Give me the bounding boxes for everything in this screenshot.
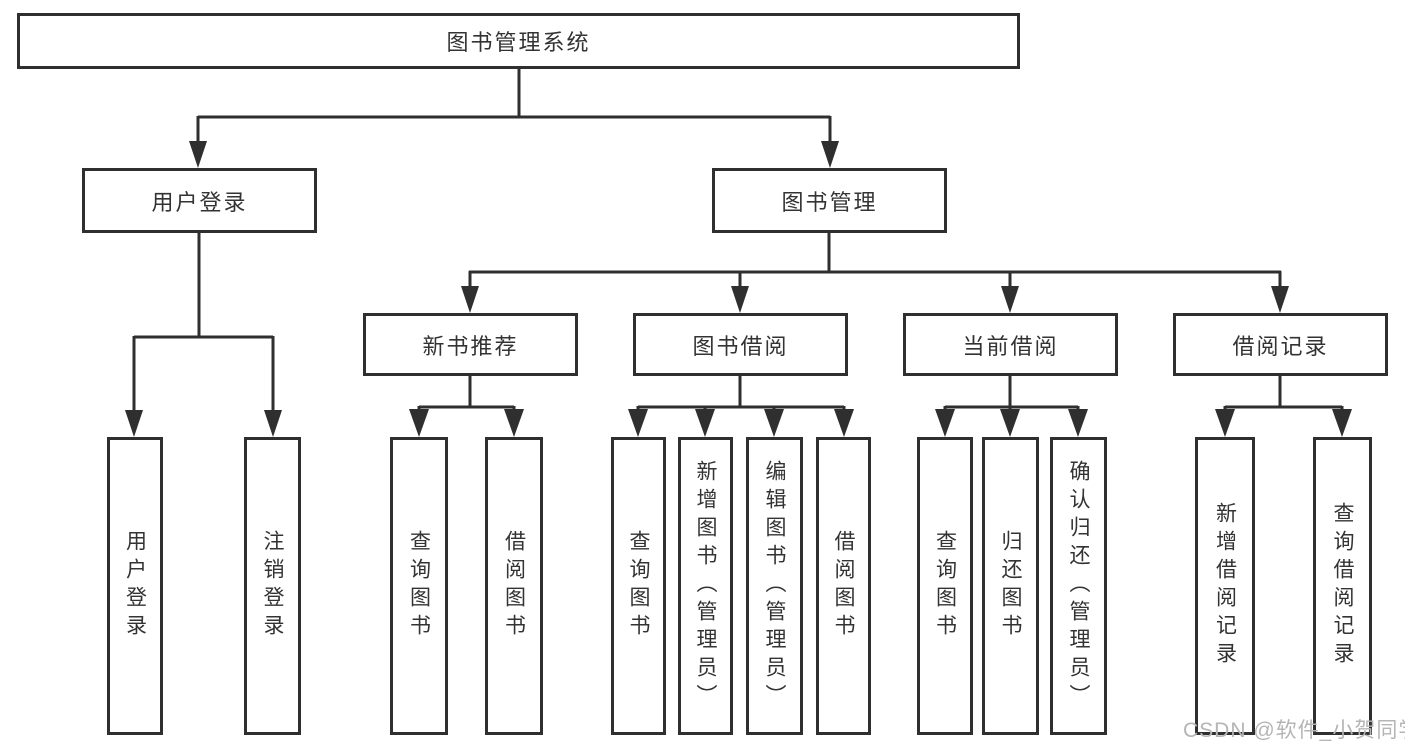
connector-borrow-records-branch (1215, 376, 1352, 437)
leaf-query-borrow-record: 查询借阅记录 (1313, 437, 1372, 735)
leaf-logout: 注销登录 (244, 437, 301, 735)
node-book-borrowing: 图书借阅 (633, 313, 848, 376)
leaf-query-books-borrow: 查询图书 (611, 437, 666, 735)
node-new-book-recommendation: 新书推荐 (363, 313, 578, 376)
node-current-borrowing: 当前借阅 (903, 313, 1118, 376)
node-user-login: 用户登录 (82, 168, 317, 233)
connector-book-borrow-branch (628, 376, 854, 437)
leaf-query-books-recommend: 查询图书 (390, 437, 448, 735)
connector-user-login-branch (125, 233, 282, 437)
leaf-confirm-return-admin: 确认归还（管理员） (1050, 437, 1107, 735)
node-library-management-system: 图书管理系统 (17, 13, 1020, 69)
leaf-user-login: 用户登录 (107, 437, 163, 735)
leaf-return-books: 归还图书 (982, 437, 1039, 735)
node-book-management: 图书管理 (712, 168, 947, 233)
leaf-add-books-admin: 新增图书（管理员） (678, 437, 733, 735)
leaf-add-borrow-record: 新增借阅记录 (1195, 437, 1255, 735)
leaf-query-books-current: 查询图书 (917, 437, 973, 735)
leaf-borrow-books: 借阅图书 (816, 437, 871, 735)
leaf-edit-books-admin: 编辑图书（管理员） (746, 437, 803, 735)
csdn-watermark: CSDN @软件_小贺同学 (1183, 719, 1405, 742)
connector-root-to-level2 (189, 68, 839, 168)
node-borrowing-records: 借阅记录 (1173, 313, 1388, 376)
connector-book-management-branch (461, 233, 1289, 313)
connector-current-borrow-branch (935, 376, 1088, 437)
connector-new-book-branch (409, 376, 524, 437)
leaf-borrow-books-recommend: 借阅图书 (485, 437, 543, 735)
